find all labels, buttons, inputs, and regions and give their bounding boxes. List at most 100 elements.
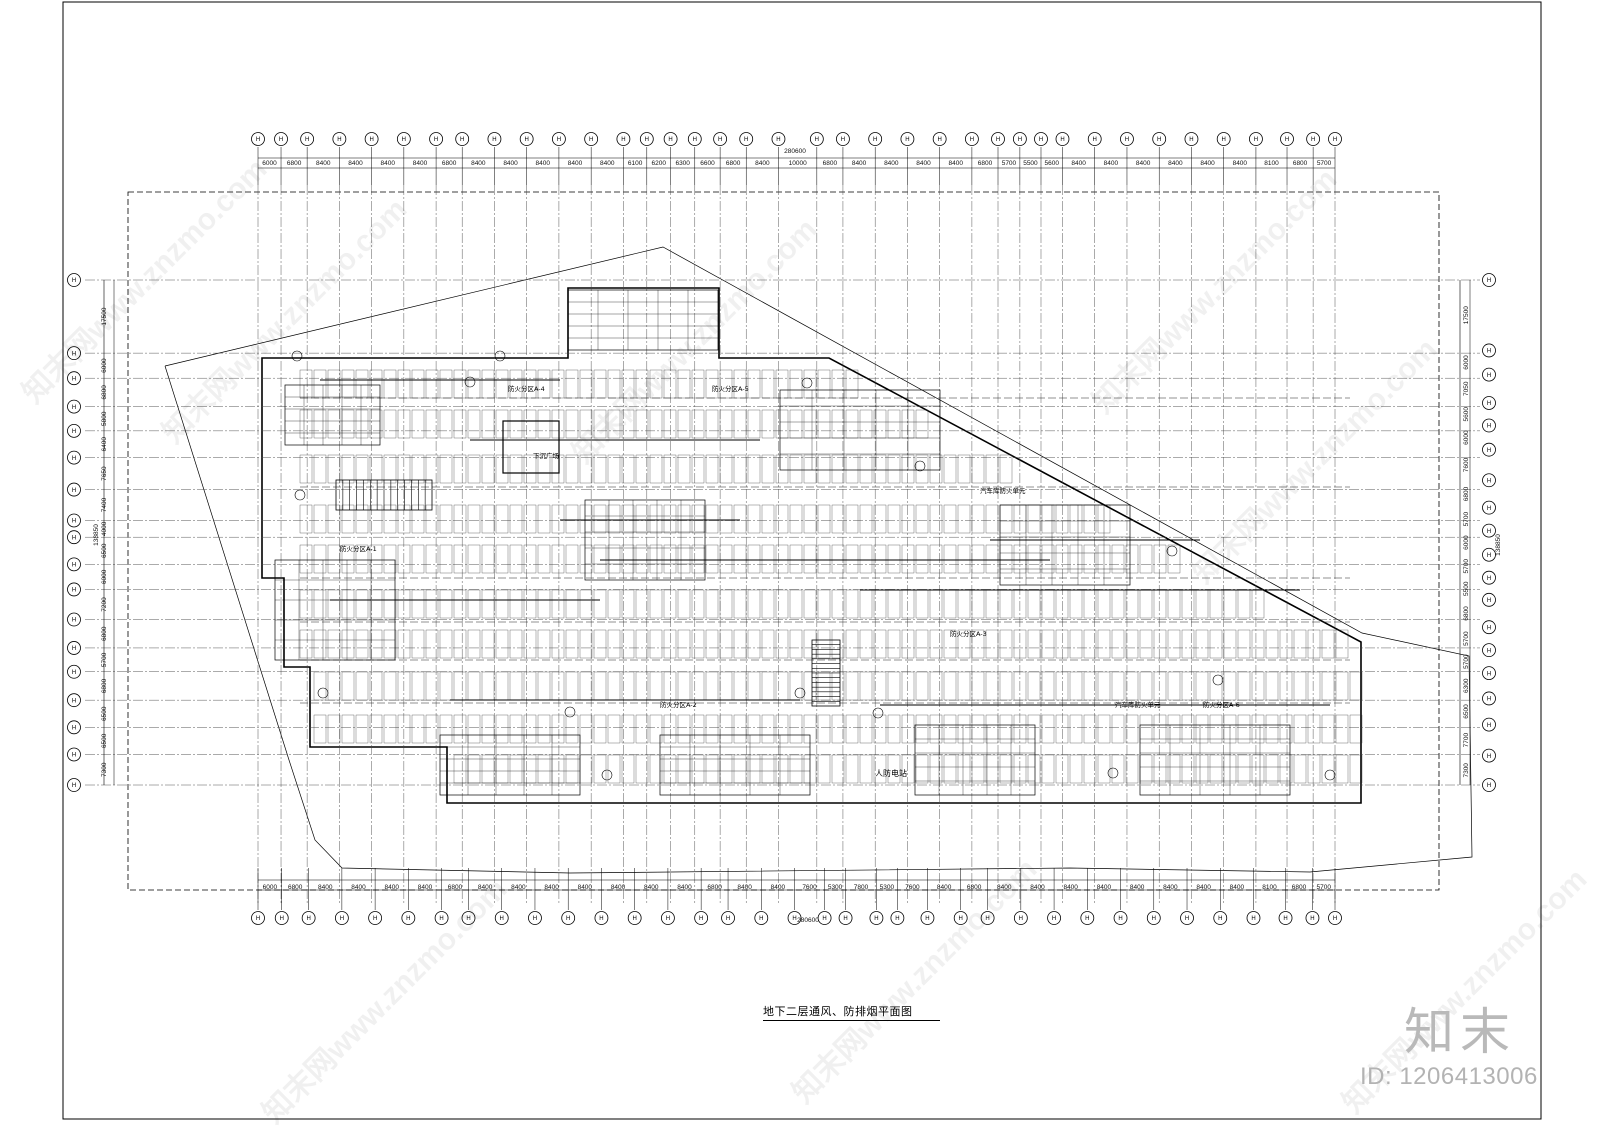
dimension-label: 6300 <box>675 160 690 167</box>
parking-bay <box>1055 504 1069 534</box>
drawing-title: 地下二层通风、防排烟平面图 <box>763 1003 913 1021</box>
parking-bay <box>733 409 747 439</box>
parking-bay <box>1195 671 1209 701</box>
parking-bay <box>1069 544 1083 574</box>
parking-bay <box>691 504 705 534</box>
parking-bay <box>873 714 887 744</box>
parking-bay <box>873 589 887 619</box>
grid-bubble <box>67 513 81 528</box>
grid-bubble <box>1482 273 1496 287</box>
parking-bay <box>915 409 929 439</box>
parking-bay <box>327 629 341 659</box>
parking-bay <box>313 671 327 701</box>
parking-bay <box>439 454 453 484</box>
parking-bay <box>915 504 929 534</box>
parking-bay <box>663 504 677 534</box>
dimension-label: 8400 <box>1136 160 1151 167</box>
parking-bay <box>705 544 719 574</box>
parking-bay <box>397 629 411 659</box>
dimension-label: 6800 <box>978 160 993 167</box>
dimension-label: 6000 <box>1463 355 1470 370</box>
parking-bay <box>327 544 341 574</box>
grid-bubble-label: H <box>985 916 989 922</box>
parking-bay <box>817 369 831 399</box>
dimension-label: 6800 <box>1293 160 1308 167</box>
grid-bubble <box>1482 666 1496 680</box>
parking-bay <box>901 589 915 619</box>
parking-bay <box>971 589 985 619</box>
fan-symbol <box>1107 767 1119 779</box>
grid-bubble-label: H <box>1487 478 1491 484</box>
dimension-label: 8400 <box>644 884 659 891</box>
dimension-label: 6000 <box>263 884 278 891</box>
total-dimensions: 280600 280600 138850 138850 <box>93 148 1502 924</box>
parking-bay <box>1223 589 1237 619</box>
parking-bay <box>719 629 733 659</box>
fan-symbol <box>464 376 476 388</box>
parking-bay <box>607 629 621 659</box>
grid-bubble <box>494 911 509 925</box>
parking-bay <box>705 454 719 484</box>
dimension-label: 5300 <box>828 884 843 891</box>
grid-bubble-label: H <box>72 351 76 357</box>
parking-bay <box>299 629 313 659</box>
grid-bubble <box>67 399 81 414</box>
parking-bay <box>341 629 355 659</box>
parking-bay <box>747 409 761 439</box>
dimension-label: 8400 <box>348 160 363 167</box>
parking-bay <box>957 504 971 534</box>
parking-bay <box>579 714 593 744</box>
parking-bay <box>1181 589 1195 619</box>
grid-bubble <box>1482 500 1496 515</box>
parking-bay <box>635 504 649 534</box>
parking-bay <box>327 369 341 399</box>
dimension-label: 8400 <box>949 160 964 167</box>
parking-bay <box>537 544 551 574</box>
parking-bay <box>1167 629 1181 659</box>
site-boundary <box>164 246 1473 874</box>
grid-bubble-label: H <box>873 137 877 143</box>
dimension-label: 8400 <box>544 884 559 891</box>
parking-bay <box>411 589 425 619</box>
parking-bay <box>691 544 705 574</box>
parking-bay <box>1111 754 1125 784</box>
parking-bay <box>327 714 341 744</box>
grid-bubble-label: H <box>1333 137 1337 143</box>
parking-bay <box>677 409 691 439</box>
parking-bay <box>1083 504 1097 534</box>
grid-bubble <box>552 132 566 146</box>
parking-bay <box>523 504 537 534</box>
parking-bay <box>565 454 579 484</box>
parking-bay <box>1055 629 1069 659</box>
grid-bubble-label: H <box>937 137 941 143</box>
parking-bay <box>383 369 397 399</box>
dimension-label: 8400 <box>1030 884 1045 891</box>
parking-bay <box>579 504 593 534</box>
parking-bay <box>1279 754 1293 784</box>
parking-bay <box>1111 544 1125 574</box>
dimension-label: 5300 <box>880 884 895 891</box>
parking-bay <box>733 671 747 701</box>
parking-bay <box>341 544 355 574</box>
parking-bay <box>1335 714 1349 744</box>
grid-bubble-label: H <box>905 137 909 143</box>
zone-label-a5: 防火分区A-5 <box>712 384 749 393</box>
fan-symbol <box>801 377 813 389</box>
parking-bay <box>1181 671 1195 701</box>
parking-bay <box>593 754 607 784</box>
grid-bubble-label: H <box>279 137 283 143</box>
right-total-dim: 138850 <box>1495 534 1502 556</box>
parking-bay <box>1251 754 1265 784</box>
parking-bay <box>1167 714 1181 744</box>
parking-bay <box>985 754 999 784</box>
parking-bay <box>1167 754 1181 784</box>
grid-bubble <box>519 132 534 146</box>
parking-bay <box>1041 671 1055 701</box>
parking-bay <box>803 504 817 534</box>
parking-bay <box>943 504 957 534</box>
parking-bay <box>1125 671 1139 701</box>
parking-bay <box>719 504 733 534</box>
parking-bay <box>621 714 635 744</box>
grid-bubble-label: H <box>72 429 76 435</box>
grid-bubble <box>1055 132 1070 146</box>
